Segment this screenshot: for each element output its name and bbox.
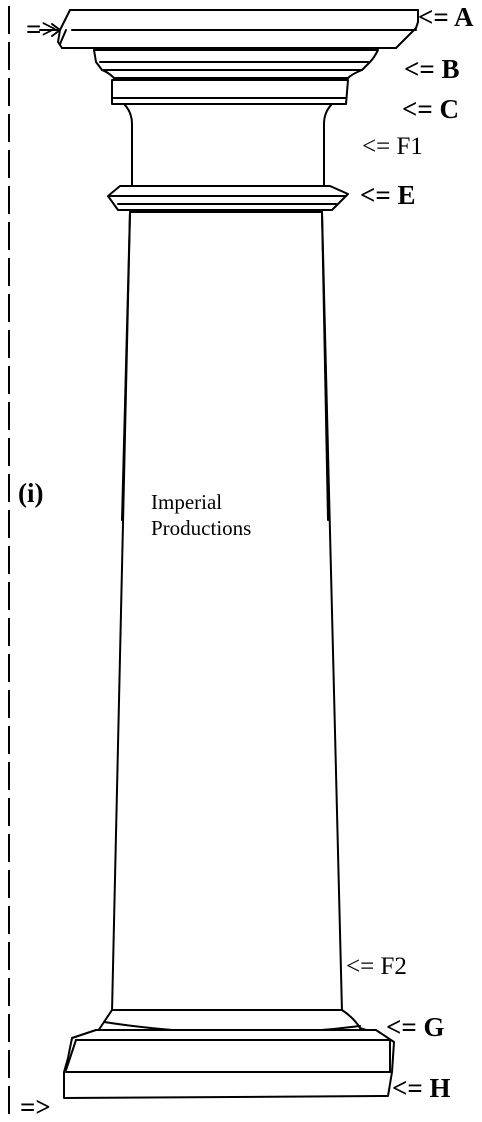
astragal-ring <box>107 185 349 211</box>
label-i: (i) <box>18 478 44 508</box>
bottom-arrow-label: => <box>20 1092 51 1122</box>
echinus-moulding <box>93 49 379 79</box>
base-plinth <box>63 1029 395 1099</box>
capital-collar <box>111 79 349 105</box>
top-arrow-label: => <box>26 14 57 44</box>
watermark-line-1: Imperial <box>151 490 223 514</box>
abacus-slab <box>57 9 419 49</box>
column-neck <box>123 103 333 187</box>
watermark-line-2: Productions <box>151 516 252 540</box>
column-shaft <box>111 211 343 1013</box>
label-a: <= A <box>418 2 474 32</box>
label-c: <= C <box>402 94 460 124</box>
label-h: <= H <box>392 1073 451 1103</box>
label-f2: <= F2 <box>346 953 407 980</box>
label-b: <= B <box>404 54 460 84</box>
label-g: <= G <box>386 1012 445 1042</box>
label-e: <= E <box>360 180 416 210</box>
label-f1: <= F1 <box>362 133 423 160</box>
